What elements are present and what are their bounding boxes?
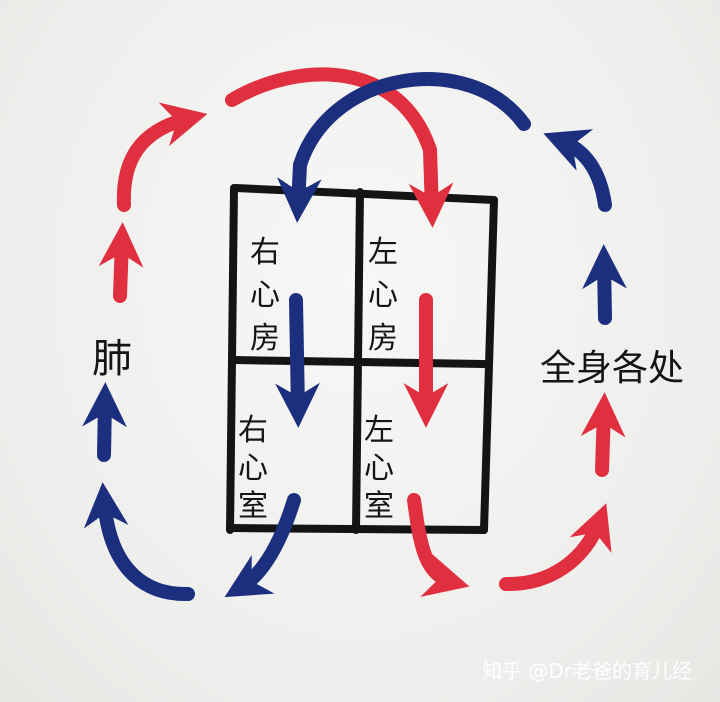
red-arrow-lung-up-2 — [116, 102, 208, 212]
blue-arrow-body-up-2 — [543, 129, 612, 212]
left-atrium-char-3: 房 — [368, 321, 398, 356]
blue-arrow-lung-up — [82, 382, 127, 462]
blue-arrow-ventricle-exit — [224, 493, 301, 598]
blue-arrow-right-atrium-down — [275, 293, 320, 428]
label-left-ventricle: 左 心 室 — [364, 413, 394, 524]
label-lung: 肺 — [92, 336, 132, 382]
right-ventricle-char-1: 右 — [238, 413, 268, 448]
right-atrium-char-2: 心 — [250, 278, 280, 313]
red-arrow-big-arc — [225, 67, 454, 228]
label-left-atrium: 左 心 房 — [368, 235, 398, 356]
right-atrium-char-3: 房 — [250, 321, 280, 356]
right-atrium-char-1: 右 — [250, 235, 280, 270]
blue-arrow-body-up-1 — [582, 244, 627, 325]
watermark: 知乎 @Dr老爸的育儿经 — [482, 659, 692, 683]
blue-arrow-lung-bottom — [83, 482, 195, 602]
red-arrow-lung-up-1 — [98, 222, 144, 303]
right-ventricle-char-2: 心 — [238, 451, 268, 486]
left-ventricle-char-1: 左 — [364, 413, 394, 448]
blue-arrows — [82, 72, 627, 602]
blue-arrow-big-arc — [276, 72, 531, 223]
label-right-atrium: 右 心 房 — [250, 235, 280, 356]
red-arrow-ventricle-exit — [407, 493, 470, 597]
right-ventricle-char-3: 室 — [238, 489, 268, 524]
red-arrows — [98, 67, 626, 597]
left-ventricle-char-2: 心 — [364, 451, 394, 486]
red-arrow-body-up — [580, 392, 626, 477]
left-ventricle-char-3: 室 — [364, 489, 394, 524]
left-atrium-char-2: 心 — [368, 278, 398, 313]
red-arrow-body-bottom — [499, 503, 612, 592]
label-whole-body: 全身各处 — [540, 348, 684, 389]
label-right-ventricle: 右 心 室 — [238, 413, 268, 524]
left-atrium-char-1: 左 — [368, 235, 398, 270]
